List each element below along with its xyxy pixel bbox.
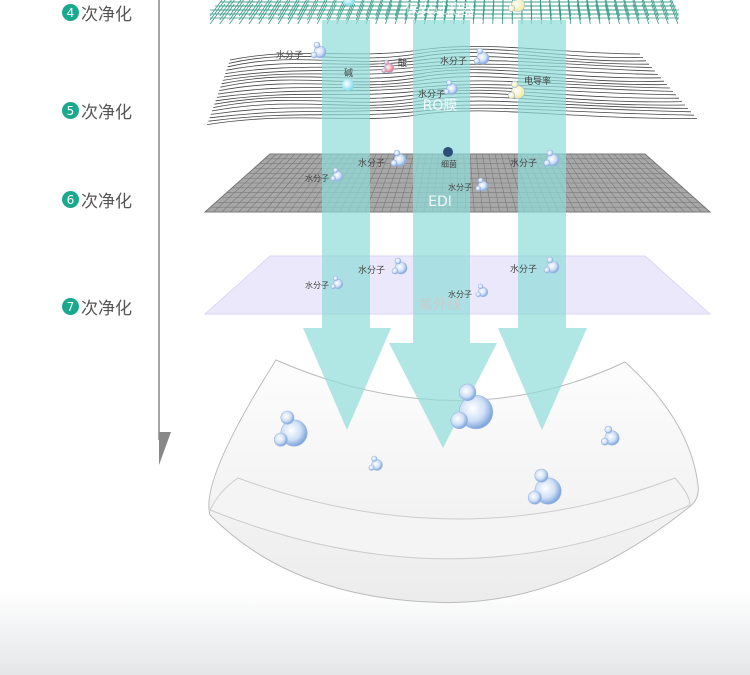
alkali-icon (342, 79, 354, 91)
water-molecule-label: 水分子 (305, 173, 329, 183)
uv-label: 紫外线 (419, 297, 461, 313)
alkali-label: 碱 (344, 68, 353, 79)
water-molecule-icon (310, 41, 327, 59)
edi-label: EDI (428, 194, 452, 210)
water-molecule-icon (390, 149, 407, 167)
water-molecule-icon (473, 47, 490, 65)
step-number-badge: 4 (62, 4, 79, 21)
stream-arrow-middle (389, 343, 497, 448)
water-streams (303, 20, 587, 448)
water-molecule-label: 水分子 (418, 88, 445, 100)
alkali-icon (343, 0, 355, 6)
water-molecule-icon (543, 256, 560, 274)
step-number-badge: 7 (62, 298, 79, 315)
water-molecule-icon (475, 283, 489, 298)
water-molecule-label: 水分子 (510, 157, 537, 169)
water-molecule-icon (450, 383, 494, 430)
water-molecule-icon (443, 79, 458, 95)
water-molecule-icon (527, 468, 562, 505)
water-molecule-icon (368, 455, 383, 471)
stream-arrow-right (498, 328, 587, 430)
bacteria-icon (443, 147, 453, 157)
water-molecule-icon (600, 425, 620, 446)
conductivity-label: 电导率 (524, 75, 551, 87)
bacteria-label: 细菌 (441, 159, 457, 169)
step-number-badge: 5 (62, 102, 79, 119)
conductivity-impurity-icon (507, 80, 525, 99)
ro-label: RO膜 (423, 98, 458, 114)
step-label: 次净化 (81, 5, 132, 25)
water-molecule-label: 水分子 (510, 263, 537, 275)
acid-label: 酸 (398, 58, 407, 69)
floor-shadow (0, 590, 750, 675)
water-molecule-label: 水分子 (448, 182, 472, 192)
filter-layer (209, 0, 679, 25)
step-number-badge: 6 (62, 191, 79, 208)
timeline-arrow (159, 432, 171, 465)
water-molecule-label: 水分子 (358, 264, 385, 276)
water-molecule-icon (475, 177, 489, 192)
water-molecule-icon (543, 149, 560, 167)
water-molecule-label: 水分子 (440, 55, 467, 67)
water-molecule-label: 水分子 (448, 289, 472, 299)
stream-arrow-left (303, 328, 391, 430)
water-molecule-icon (273, 410, 308, 447)
step-label: 次净化 (81, 192, 132, 212)
bowl-rim (209, 477, 691, 560)
filter-label: 保安过滤器 (405, 2, 475, 18)
water-molecule-label: 水分子 (305, 280, 329, 290)
water-molecule-label: 水分子 (276, 49, 303, 61)
impurity-icon (507, 0, 525, 12)
step-label: 次净化 (81, 103, 132, 123)
water-molecule-icon (330, 167, 344, 182)
water-molecule-label: 水分子 (358, 157, 385, 169)
water-molecule-icon (391, 257, 408, 275)
step-label: 次净化 (81, 299, 132, 319)
acid-icon (381, 59, 395, 74)
water-molecule-icon (330, 275, 344, 290)
